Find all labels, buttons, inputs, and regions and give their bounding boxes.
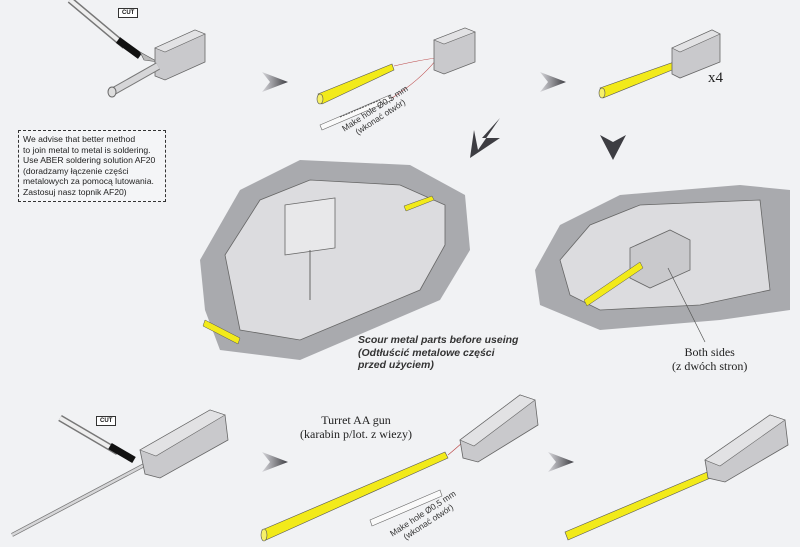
both-sides-text: Both sides — [684, 345, 735, 359]
diagonal-arrow-icon — [470, 118, 500, 158]
brass-barrel-part — [316, 57, 437, 131]
assembled-gun-part — [564, 414, 789, 541]
machine-gun-part — [459, 394, 539, 463]
cut-label: CUT — [96, 416, 117, 426]
step-arrow-icon — [262, 452, 288, 472]
tank-hull-detail-part — [535, 185, 790, 343]
brass-barrel-part — [598, 61, 678, 99]
turret-aa-gun-label: Turret AA gun (karabin p/lot. z wiezy) — [300, 413, 412, 441]
step-arrow-icon — [540, 72, 566, 92]
gun-block-part — [433, 27, 476, 75]
quantity-label: x4 — [708, 70, 723, 86]
scour-text-pl: przed użyciem) — [358, 359, 434, 371]
note-line: metalowych za pomocą lutowania. — [23, 176, 154, 187]
note-line: Use ABER soldering solution AF20 — [23, 155, 156, 166]
step-arrow-icon — [548, 452, 574, 472]
both-sides-text-pl: (z dwóch stron) — [672, 359, 748, 373]
gun-block-part — [671, 29, 721, 79]
step-arrow-icon — [262, 72, 288, 92]
scour-text: Scour metal parts before useing — [358, 334, 519, 346]
down-arrow-icon — [600, 135, 626, 160]
note-line: Zastosuj nasz topnik AF20) — [23, 186, 127, 197]
turret-text-pl: (karabin p/lot. z wiezy) — [300, 427, 412, 441]
note-line: (doradzamy łączenie części — [23, 165, 129, 176]
cut-label: CUT — [118, 8, 139, 18]
tank-hull-part — [200, 160, 470, 360]
gun-block-part — [107, 29, 206, 98]
scour-instruction: Scour metal parts before useing (Odtłuśc… — [358, 334, 518, 372]
soldering-advice-note: We advise that better method to join met… — [18, 130, 166, 202]
cutting-knife-icon — [58, 414, 136, 464]
scour-text-pl: (Odtłuścić metalowe części — [358, 346, 495, 359]
cutting-knife-icon — [67, 0, 159, 63]
note-line: We advise that better method — [23, 134, 136, 144]
turret-text: Turret AA gun — [321, 413, 391, 427]
note-line: to join metal to metal is soldering. — [23, 144, 151, 155]
brass-barrel-part — [260, 439, 466, 542]
both-sides-label: Both sides (z dwóch stron) — [672, 345, 747, 373]
machine-gun-part — [11, 409, 229, 537]
